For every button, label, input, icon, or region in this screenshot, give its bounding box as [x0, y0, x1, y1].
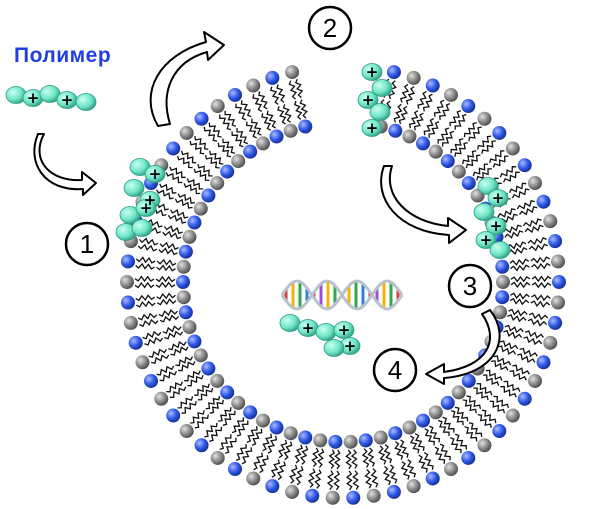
step-2-marker: 2 — [307, 5, 353, 51]
dna-double-helix-icon — [280, 279, 404, 311]
step-3-marker: 3 — [447, 263, 493, 309]
svg-text:+: + — [61, 91, 74, 109]
polymer-binding-membrane: +++ — [115, 158, 166, 241]
polymer-chains: ++++++++++++++ — [5, 63, 511, 357]
polymer-entering-membrane: + + + — [357, 63, 393, 137]
svg-text:+: + — [344, 337, 357, 355]
svg-text:+: + — [144, 191, 157, 209]
svg-text:+: + — [140, 199, 153, 217]
svg-text:+: + — [362, 91, 375, 109]
lipid-bilayer-membrane — [120, 65, 566, 505]
svg-text:+: + — [302, 319, 315, 337]
svg-text:+: + — [366, 63, 379, 81]
arrow-bottom-right — [425, 309, 501, 385]
arrow-right — [380, 165, 467, 244]
step-4-label: 4 — [388, 355, 402, 385]
step-3-label: 3 — [463, 271, 477, 301]
polymer-near-dna: +++ — [279, 314, 361, 357]
svg-text:+: + — [338, 321, 351, 339]
step-2-label: 2 — [323, 13, 337, 43]
svg-text:+: + — [480, 231, 493, 249]
step-1-label: 1 — [80, 229, 94, 259]
svg-text:+: + — [366, 119, 379, 137]
arrow-top-left — [149, 31, 225, 127]
step-4-marker: 4 — [372, 347, 418, 393]
process-arrows — [33, 31, 501, 385]
svg-text:+: + — [149, 165, 162, 183]
polymer-title: Полимер — [14, 44, 112, 67]
polymer-free: ++ — [5, 85, 97, 111]
polymer-inside-membrane: +++ — [473, 177, 511, 259]
svg-text:+: + — [490, 217, 503, 235]
arrow-left — [33, 133, 97, 196]
svg-text:+: + — [27, 89, 40, 107]
step-1-marker: 1 — [64, 221, 110, 267]
svg-text:+: + — [492, 189, 505, 207]
